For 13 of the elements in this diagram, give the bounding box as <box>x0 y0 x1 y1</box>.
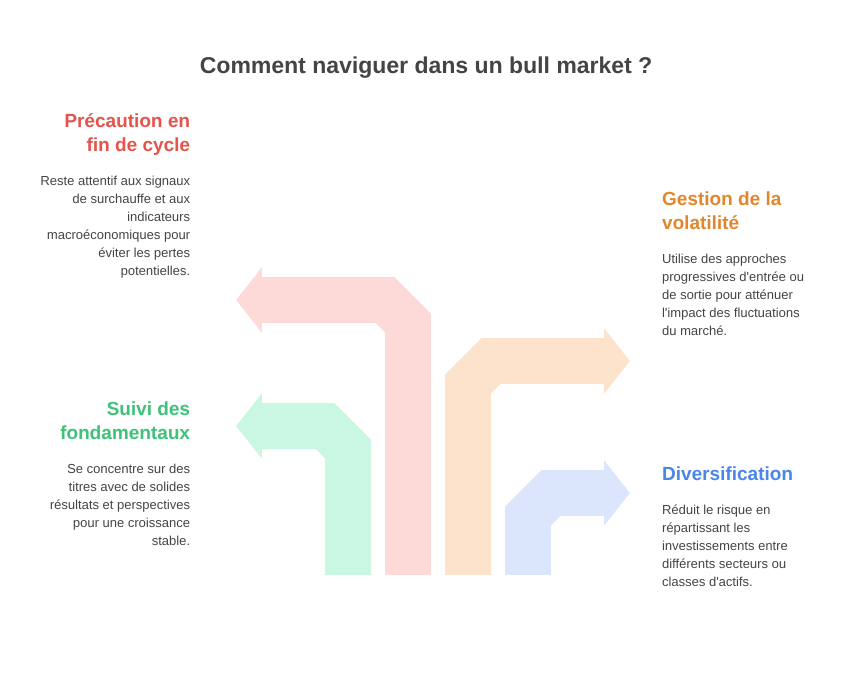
step-heading: Gestion de la volatilité <box>662 188 782 236</box>
bent-arrow <box>236 267 431 575</box>
bent-arrow <box>236 393 371 575</box>
step-heading: Diversification <box>662 463 793 487</box>
step-description: Se concentre sur des titres avec de solides résultats et perspectives pour une croissance stable. <box>48 460 190 550</box>
bent-arrow <box>445 328 630 575</box>
step-heading: Suivi des fondamentaux <box>59 398 190 446</box>
step-description: Réduit le risque en répartissant les investissements entre différents secteurs ou classes d'actifs. <box>662 501 789 591</box>
bent-arrow <box>505 460 630 575</box>
step-description: Reste attentif aux signaux de surchauffe et aux indicateurs macroéconomiques pour éviter les pertes potentielles. <box>40 172 190 280</box>
step-description: Utilise des approches progressives d'entrée ou de sortie pour atténuer l'impact des fluctuations du marché. <box>662 250 805 340</box>
step-heading: Précaution en fin de cycle <box>63 110 190 158</box>
diagram-title: Comment naviguer dans un bull market ? <box>198 52 654 79</box>
